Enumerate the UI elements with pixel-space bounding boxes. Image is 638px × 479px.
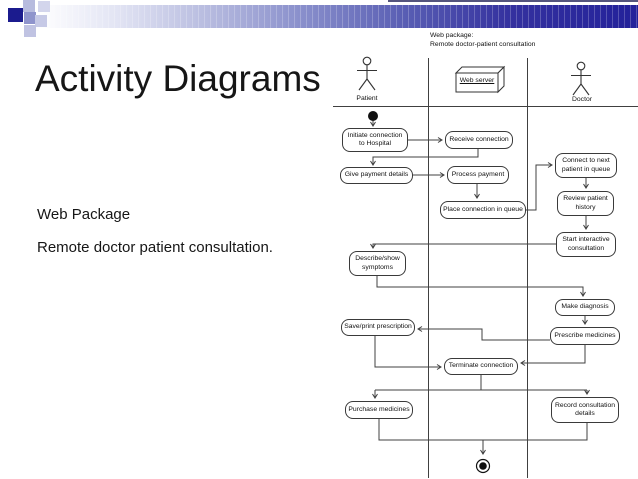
activity-node-initiate-connection: Initiate connection to Hospital — [342, 128, 408, 152]
banner-gradient-bar — [0, 5, 638, 28]
activity-node-receive-connection: Receive connection — [445, 131, 513, 149]
swimlane-lines — [333, 58, 638, 478]
activity-node-save-print-prescription: Save/print prescription — [341, 319, 415, 336]
subtitle-line-1: Web Package — [37, 206, 131, 223]
banner-top-line — [388, 0, 638, 2]
activity-node-give-payment-details: Give payment details — [340, 167, 413, 184]
connectors — [370, 121, 590, 455]
patient-actor-icon — [357, 56, 377, 91]
subtitle-line-2: Remote doctor patient consultation. — [37, 239, 273, 256]
activity-node-terminate-connection: Terminate connection — [444, 358, 518, 375]
final-node — [475, 458, 491, 474]
page-title: Activity Diagrams — [35, 58, 321, 99]
activity-node-place-connection-in-queue: Place connection in queue — [440, 201, 526, 219]
lane-label-web-server: Web server — [459, 77, 495, 84]
activity-node-process-payment: Process payment — [447, 166, 509, 184]
deco-square — [8, 8, 23, 22]
lane-label-patient: Patient — [356, 95, 378, 102]
activity-node-connect-to-next-patient: Connect to next patient in queue — [555, 153, 617, 178]
activity-node-review-patient-history: Review patient history — [557, 191, 614, 216]
deco-square — [23, 0, 35, 12]
activity-node-make-diagnosis: Make diagnosis — [555, 299, 615, 316]
deco-square — [38, 1, 50, 12]
diagram-caption-line-1: Web package: — [430, 32, 474, 39]
deco-square — [35, 15, 47, 27]
activity-node-prescribe-medicines: Prescribe medicines — [550, 327, 620, 345]
doctor-actor-icon — [571, 61, 591, 96]
initial-node — [368, 111, 378, 121]
diagram-caption: Web package: Remote doctor-patient consu… — [430, 32, 535, 50]
deco-square — [24, 25, 36, 37]
diagram-caption-line-2: Remote doctor-patient consultation — [430, 40, 536, 48]
activity-node-record-consultation-details: Record consultation details — [551, 397, 619, 423]
lane-label-doctor: Doctor — [571, 96, 593, 103]
web-server-icon — [454, 65, 506, 94]
activity-node-start-interactive-consultation: Start interactive consultation — [556, 232, 616, 257]
activity-node-purchase-medicines: Purchase medicines — [345, 401, 413, 419]
activity-node-describe-show-symptoms: Describe/show symptoms — [349, 251, 406, 276]
deco-square — [24, 12, 36, 24]
